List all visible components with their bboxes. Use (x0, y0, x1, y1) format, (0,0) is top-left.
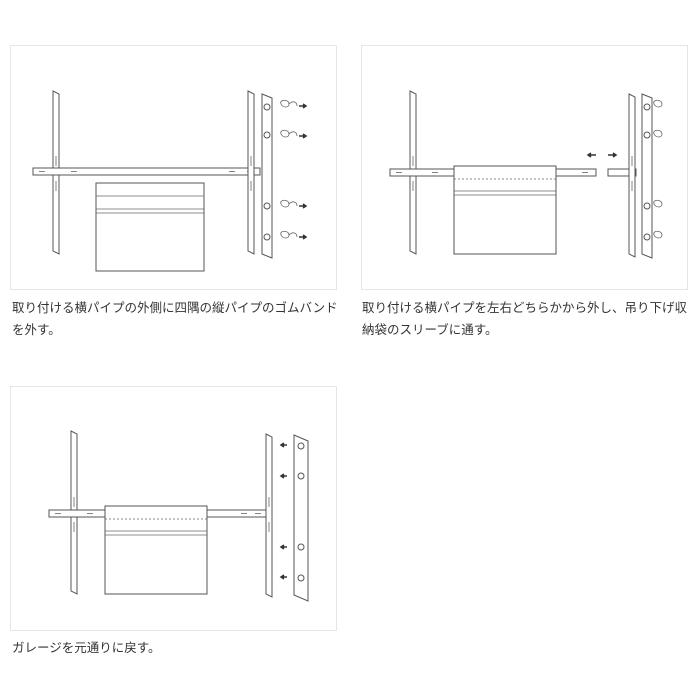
side-frame (641, 93, 653, 259)
step-3-caption: ガレージを元通りに戻す。 (12, 640, 161, 655)
step-2-panel (361, 45, 688, 290)
step-2-illustration (389, 90, 663, 259)
storage-bag (453, 165, 557, 255)
side-frame (261, 93, 273, 259)
arrow-left-icon (279, 473, 287, 479)
pipe-through-sleeve (555, 168, 597, 177)
rubber-band-icon (280, 129, 308, 139)
rubber-band-icon (297, 442, 305, 450)
step-1-panel (10, 45, 337, 290)
side-frame (293, 434, 309, 602)
arrow-left-icon (279, 574, 287, 580)
right-vertical-pipe (628, 93, 636, 258)
step-1-caption: 取り付ける横パイプの外側に四隅の縦パイプのゴムバンドを外す。 (12, 300, 338, 337)
rubber-band-icon (653, 129, 663, 138)
rubber-band-icon (297, 574, 305, 582)
step-3-panel (10, 386, 337, 631)
right-vertical-pipe (265, 433, 273, 598)
double-arrow-icon (586, 152, 618, 158)
step-1-illustration (32, 90, 308, 272)
step-2-caption: 取り付ける横パイプを左右どちらかから外し、吊り下げ収納袋のスリーブに通す。 (362, 300, 688, 337)
storage-bag (104, 505, 208, 595)
arrow-left-icon (279, 544, 287, 550)
rubber-band-icon (653, 99, 663, 108)
arrow-left-icon (279, 442, 287, 448)
horizontal-pipe (32, 167, 261, 176)
storage-bag (95, 182, 205, 272)
rubber-band-icon (653, 230, 663, 239)
rubber-band-icon (280, 99, 308, 109)
rubber-band-icon (280, 230, 308, 240)
step-3-illustration (48, 430, 309, 602)
rubber-band-icon (297, 472, 305, 480)
right-vertical-pipe (247, 90, 255, 255)
right-pipe-stub (607, 168, 637, 177)
rubber-band-icon (653, 199, 663, 208)
rubber-band-icon (280, 199, 308, 209)
rubber-band-icon (297, 543, 305, 551)
